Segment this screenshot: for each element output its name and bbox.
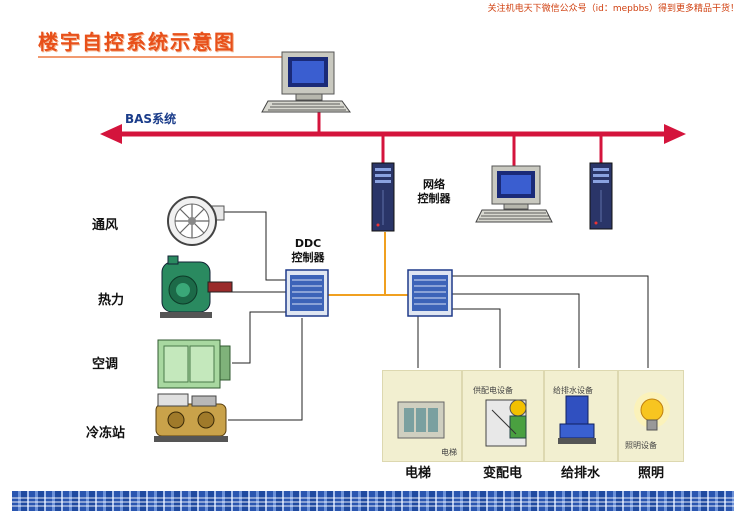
subsystem-tile-elevator: 电梯 (382, 370, 462, 462)
ddc-controller-label-line1: DDC (294, 237, 322, 250)
subsystem-label-lighting: 照明 (638, 466, 665, 481)
ddc-controller-1-icon (285, 269, 329, 317)
ddc-controller-label-line2: 控制器 (291, 251, 325, 264)
ventilation-fan-icon (167, 196, 225, 246)
subsystem-icons (397, 392, 670, 447)
equipment-label-ventilation: 通风 (92, 218, 119, 233)
subsystem-caption-lighting: 照明设备 (625, 441, 657, 450)
bas-bus-label: BAS系统 (125, 112, 177, 126)
equipment-label-chiller-plant: 冷冻站 (86, 426, 126, 441)
right-subsystem-wiring (417, 275, 649, 368)
equipment-label-heating: 热力 (98, 293, 125, 308)
page-title: 楼宇自控系统示意图 (38, 30, 236, 54)
ddc-controller-label: DDC 控制器 (284, 237, 332, 265)
subsystem-caption-elevator: 电梯 (441, 448, 457, 457)
equipment-label-air-conditioning: 空调 (92, 357, 119, 372)
elevator-panel-icon (397, 401, 445, 439)
operator-workstation-icon (261, 51, 351, 113)
subsystem-label-elevator: 电梯 (405, 466, 432, 481)
footer-pattern-overlay (12, 495, 734, 507)
subsystem-caption-water: 给排水设备 (553, 386, 593, 395)
network-controller-label-line1: 网络 (423, 178, 445, 191)
ddc-controller-2-icon (407, 269, 453, 317)
light-bulb-icon (634, 392, 670, 431)
network-controller-label: 网络 控制器 (412, 178, 456, 206)
operator-workstation-2-icon (475, 165, 553, 223)
promo-notice: 关注机电天下微信公众号（id：mepbbs）得到更多精品干货！ (487, 4, 739, 14)
air-handler-icon (157, 339, 231, 389)
footer-pattern-band (12, 491, 734, 511)
server-tower-icon (589, 162, 613, 230)
subsystem-label-power: 变配电 (483, 466, 523, 481)
title-underline (38, 56, 283, 58)
water-pump-icon (558, 395, 596, 444)
power-distribution-icon (485, 399, 527, 447)
subsystem-caption-power: 供配电设备 (473, 386, 513, 395)
network-controller-tower-icon (371, 162, 395, 232)
left-equipment-wiring (222, 211, 303, 421)
bas-bus (100, 124, 686, 144)
subsystem-label-water: 给排水 (561, 466, 601, 481)
chiller-icon (154, 393, 228, 442)
boiler-icon (160, 255, 233, 318)
network-controller-label-line2: 控制器 (417, 192, 451, 205)
